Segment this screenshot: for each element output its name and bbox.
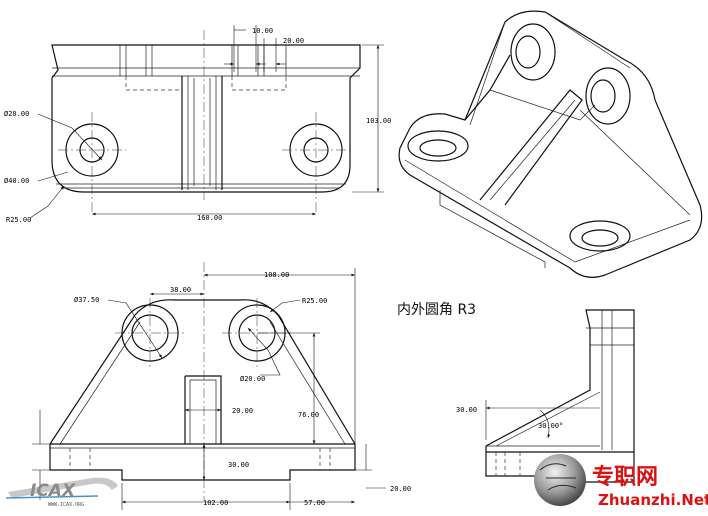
top-dims: 108.00 38.00 Ø37.50 R25.00 20.00 Ø20.00 … [74, 271, 411, 507]
zhuanzhi-watermark: 专职网 Zhuanzhi.Net [534, 454, 708, 509]
dim-30: 30.00 [228, 461, 249, 469]
icax-logo-text: ICAX [30, 481, 76, 501]
ball-logo-icon [534, 454, 586, 506]
dim-103: 103.00 [366, 117, 391, 125]
dim-57: 57.00 [304, 499, 325, 507]
dim-108: 108.00 [264, 271, 289, 279]
dim-102: 102.00 [203, 499, 228, 507]
dim-20-top: 20.00 [283, 37, 304, 45]
dim-20-slot: 20.00 [232, 407, 253, 415]
dim-dia-40: Ø40.00 [4, 177, 29, 185]
isometric-view [398, 10, 703, 278]
dim-30-rib: 30.00 [456, 406, 477, 414]
zhuanzhi-cn-text: 专职网 [592, 464, 658, 490]
top-view [32, 262, 386, 510]
zhuanzhi-url: Zhuanzhi.Net [598, 491, 708, 509]
dim-dia-20: Ø20.00 [4, 110, 29, 118]
top-hole-left-inner [131, 314, 169, 352]
dim-160: 160.00 [197, 214, 222, 222]
fillet-note: 内外圆角 R3 [397, 302, 476, 318]
dim-20-right: 20.00 [390, 485, 411, 493]
dim-dia-20-top: Ø20.00 [240, 375, 265, 383]
front-view [29, 25, 384, 219]
icax-logo: ICAX WWW.ICAX.ORG [5, 477, 118, 508]
dim-76: 76.00 [298, 411, 319, 419]
side-dims: 30.00 30.00° [456, 406, 563, 430]
front-dims: 10.00 20.00 103.00 Ø20.00 Ø40.00 R25.00 … [4, 27, 391, 224]
front-outline [51, 44, 361, 193]
icax-logo-url: WWW.ICAX.ORG [48, 502, 84, 508]
dim-30-deg: 30.00° [538, 422, 563, 430]
dim-r25: R25.00 [6, 216, 31, 224]
dim-10: 10.00 [252, 27, 273, 35]
dim-38: 38.00 [170, 286, 191, 294]
dim-r25-top: R25.00 [302, 297, 327, 305]
dim-dia-37-5: Ø37.50 [74, 296, 99, 304]
